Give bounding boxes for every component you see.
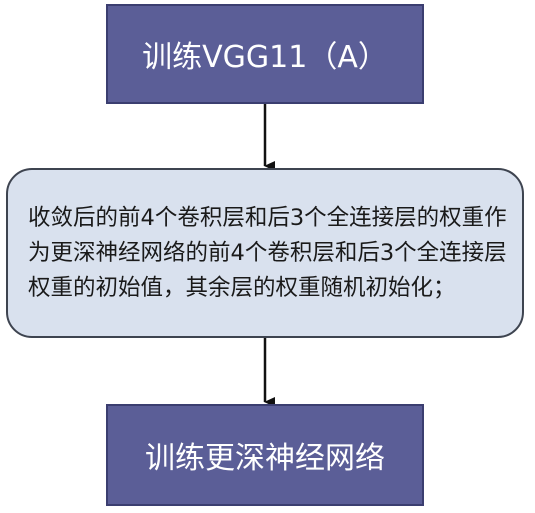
- step-box-train-vgg11: 训练VGG11（A）: [106, 4, 424, 104]
- step-label-train-vgg11: 训练VGG11（A）: [142, 40, 388, 75]
- step-box-train-deeper: 训练更深神经网络: [106, 404, 424, 506]
- step-label-train-deeper: 训练更深神经网络: [145, 441, 385, 476]
- step-label-weight-init: 收敛后的前4个卷积层和后3个全连接层的权重作为更深神经网络的前4个卷积层和后3个…: [28, 204, 507, 301]
- step-box-weight-init: 收敛后的前4个卷积层和后3个全连接层的权重作为更深神经网络的前4个卷积层和后3个…: [6, 168, 524, 338]
